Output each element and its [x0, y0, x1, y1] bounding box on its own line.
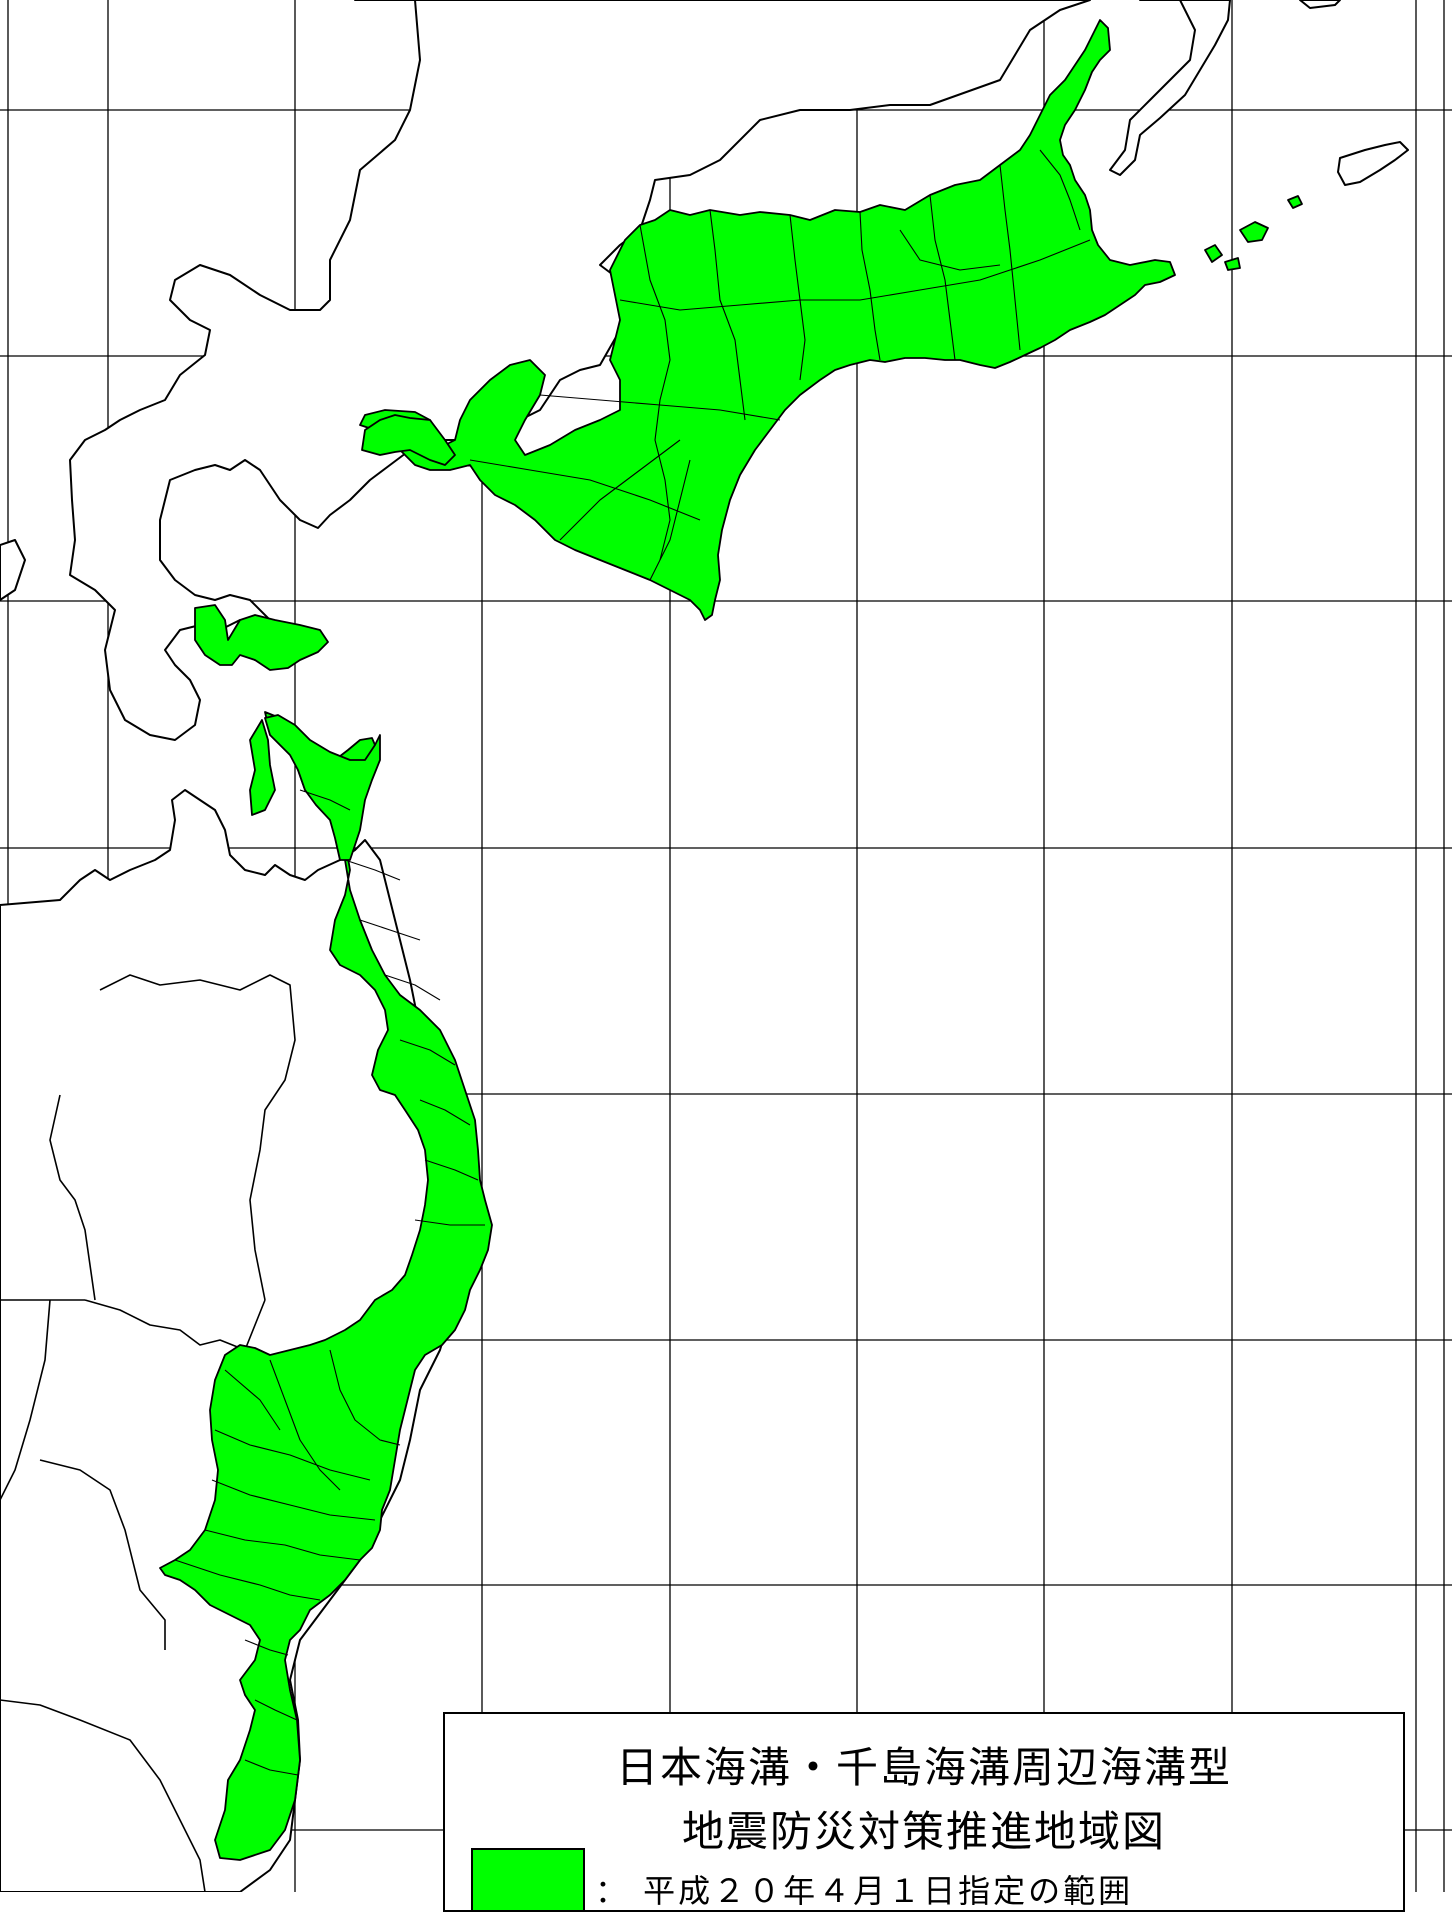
area-islet-4 [1224, 257, 1241, 271]
kunashiri-land [1109, 0, 1231, 176]
legend-entry-label: ： 平成２０年４月１日指定の範囲 [595, 1872, 1134, 1910]
area-islet-1 [1239, 221, 1269, 243]
legend-swatch [471, 1848, 585, 1912]
land-outlines [0, 0, 1409, 1892]
area-oshima [194, 604, 329, 671]
area-eastern-hokkaido [359, 19, 1176, 621]
municipal-boundaries [174, 149, 1091, 1776]
tohoku-land [0, 539, 26, 601]
area-islet-2 [1287, 195, 1303, 209]
shikotan-land [1337, 141, 1409, 186]
prefecture-borders [0, 974, 296, 1892]
area-islet-3 [1204, 244, 1223, 263]
area-tohoku-coast [159, 711, 493, 1861]
legend-title-line1: 日本海溝・千島海溝周辺海溝型 [615, 1743, 1232, 1792]
area-hokkaido-coast-west [361, 414, 456, 466]
legend-title-line2: 地震防災対策推進地域図 [681, 1807, 1166, 1856]
map-legend: 日本海溝・千島海溝周辺海溝型 地震防災対策推進地域図 ： 平成２０年４月１日指定… [443, 1712, 1405, 1912]
area-shimokita [264, 714, 381, 861]
area-aomori-west [249, 719, 276, 816]
honshu-land [0, 789, 461, 1892]
etorofu-land [1299, 0, 1341, 9]
designated-area [159, 19, 1303, 1861]
